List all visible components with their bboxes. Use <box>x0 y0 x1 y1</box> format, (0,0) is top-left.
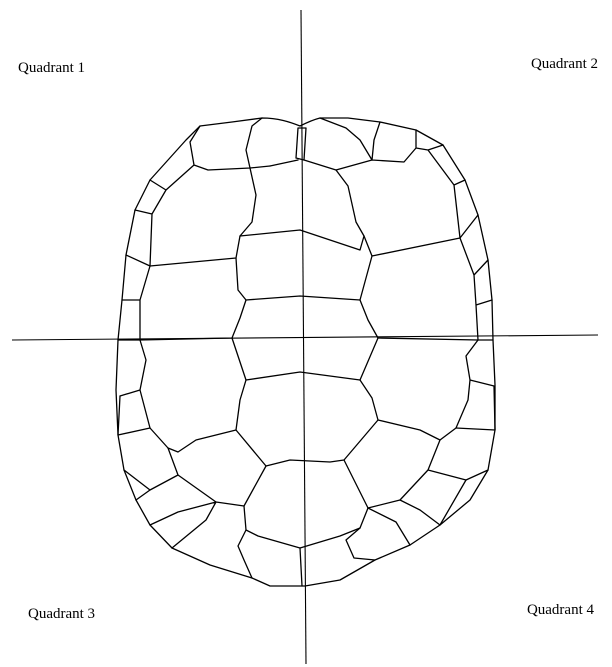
marginal-seams-lower-left <box>150 502 252 578</box>
quadrant-2-label: Quadrant 2 <box>531 56 598 73</box>
marginal-seams-upper-right <box>320 118 493 340</box>
costal-4-right <box>344 386 495 508</box>
costal-4-left <box>118 396 266 506</box>
vertebral-4 <box>236 420 378 466</box>
costal-2-left <box>140 258 246 340</box>
quadrant-3-label: Quadrant 3 <box>28 606 95 623</box>
quadrant-4-label: Quadrant 4 <box>527 602 594 619</box>
costal-2-right <box>360 300 478 340</box>
horizontal-axis <box>12 335 598 340</box>
marginal-seams-upper-left <box>118 118 270 340</box>
nuchal-scute <box>296 128 306 160</box>
carapace-outline <box>116 118 495 586</box>
supracaudal-seam <box>300 548 302 586</box>
costal-1-left <box>150 168 256 266</box>
vertebral-3 <box>232 338 378 380</box>
costal-3-right <box>360 340 494 440</box>
vertebral-5 <box>244 506 368 548</box>
vertebral-2 <box>246 256 372 300</box>
costal-3-left <box>120 340 246 452</box>
costal-1-right <box>364 236 460 256</box>
marginal-seams-lower-right <box>346 480 466 560</box>
quadrant-1-label: Quadrant 1 <box>18 60 85 77</box>
